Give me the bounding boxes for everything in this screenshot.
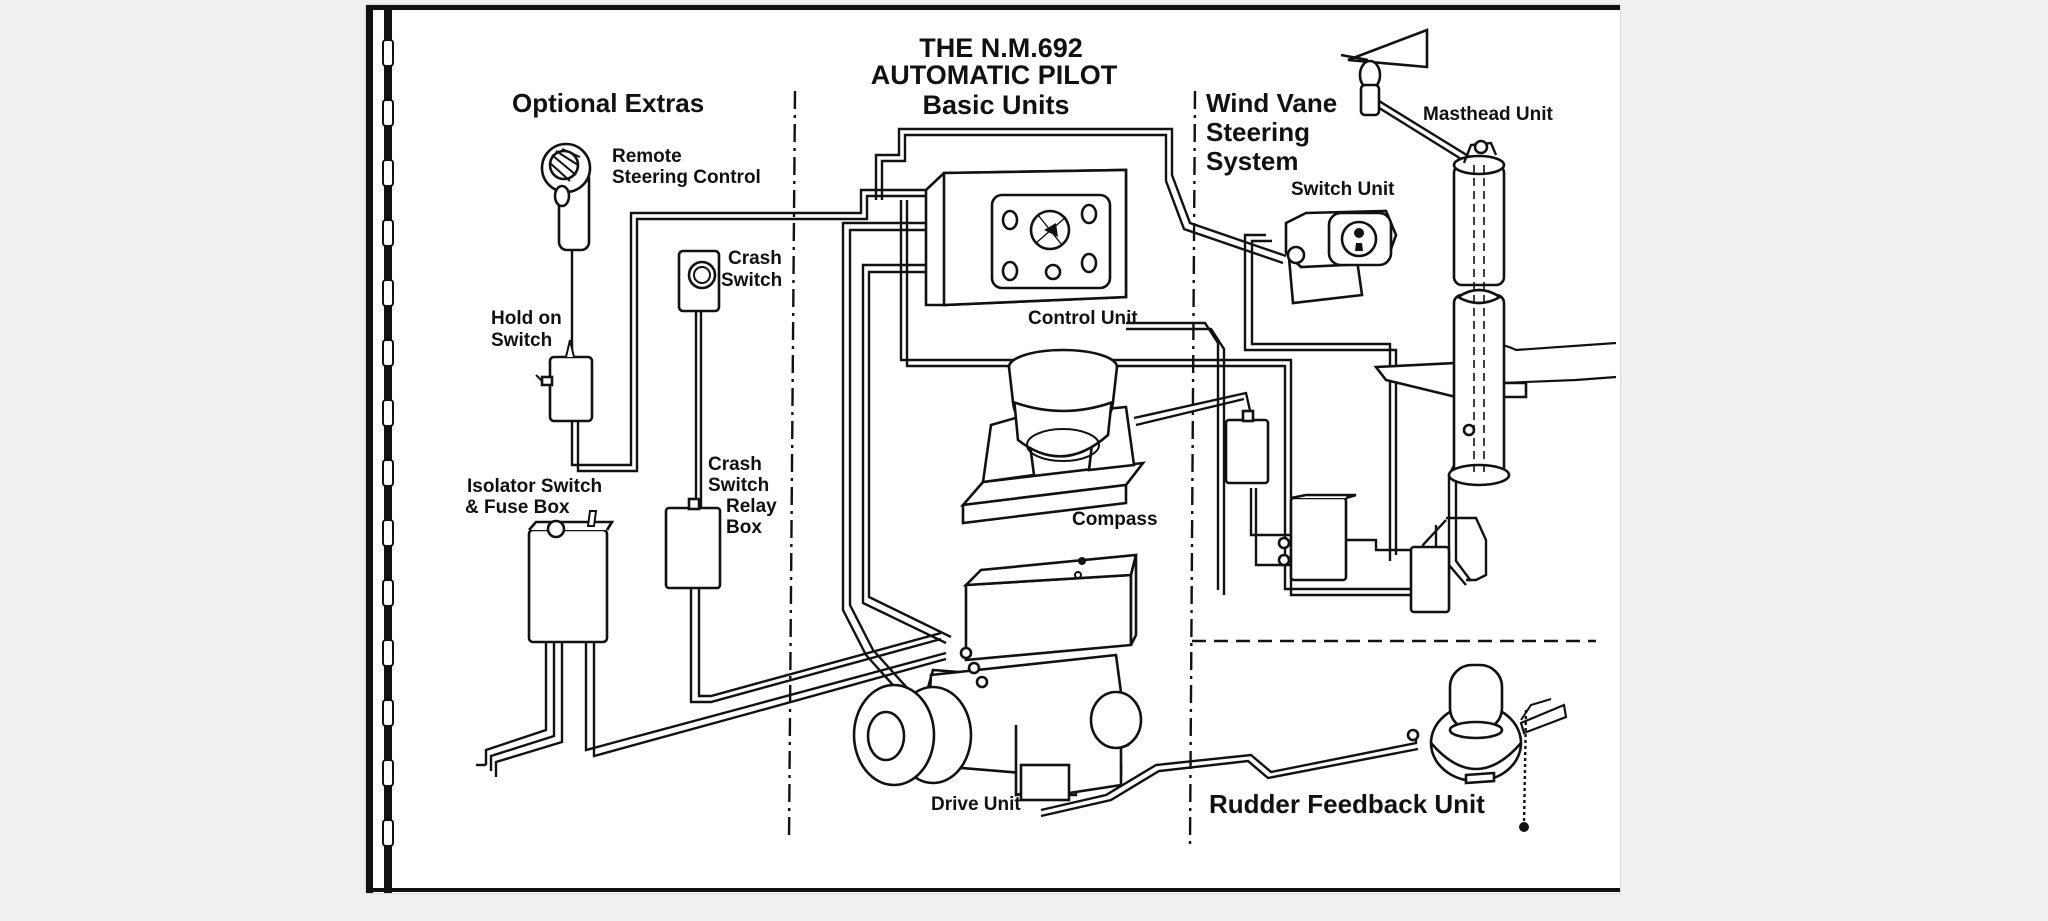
label-switch-unit: Switch Unit [1291,179,1395,200]
compass [959,348,1146,525]
drive-unit [852,553,1143,802]
label-control-unit: Control Unit [1028,308,1138,329]
divider-basic-windvane [1188,90,1197,846]
divider-optional-basic [787,90,797,841]
label-hold-on-line2: Switch [491,330,552,351]
isolator-fuse-box [527,510,615,644]
rudder-feedback-unit [1406,663,1568,832]
label-isolator-line1: Isolator Switch [467,476,602,497]
label-compass: Compass [1072,509,1158,530]
label-remote-line1: Remote [612,146,682,167]
label-remote-line2: Steering Control [612,167,761,188]
diagram-sheet: THE N.M.692 AUTOMATIC PILOT Basic Units … [366,5,1620,893]
label-isolator-line2: & Fuse Box [465,497,570,518]
section-rudder-feedback: Rudder Feedback Unit [1209,789,1485,819]
binder-edge [366,5,1620,893]
hold-on-switch [535,339,594,423]
label-hold-on-line1: Hold on [491,308,562,329]
wind-vane-boxes [1224,409,1451,614]
label-masthead-unit: Masthead Unit [1423,104,1554,125]
section-optional-extras: Optional Extras [512,88,704,118]
masthead-unit [1340,28,1429,117]
section-wind-vane-line3: System [1206,146,1299,176]
section-basic-units: Basic Units [922,90,1069,120]
control-unit [924,168,1128,307]
section-wind-vane-line1: Wind Vane [1206,88,1337,118]
remote-steering-control [540,142,592,252]
label-relay-line4: Box [726,517,762,538]
autopilot-diagram: THE N.M.692 AUTOMATIC PILOT Basic Units … [366,5,1620,893]
title-line-2: AUTOMATIC PILOT [871,60,1118,90]
section-wind-vane-line2: Steering [1206,117,1310,147]
diagram-labels: THE N.M.692 AUTOMATIC PILOT Basic Units … [465,33,1554,819]
label-crash-switch-line1: Crash [728,248,782,269]
label-relay-line3: Relay [726,496,777,517]
title-line-1: THE N.M.692 [919,33,1083,63]
label-relay-line1: Crash [708,454,762,475]
label-relay-line2: Switch [708,475,769,496]
mast [1373,139,1617,487]
switch-unit [1284,209,1398,305]
label-crash-switch-line2: Switch [721,270,782,291]
label-drive-unit: Drive Unit [931,794,1021,815]
crash-relay-box [664,497,722,590]
crash-switch [677,249,721,313]
